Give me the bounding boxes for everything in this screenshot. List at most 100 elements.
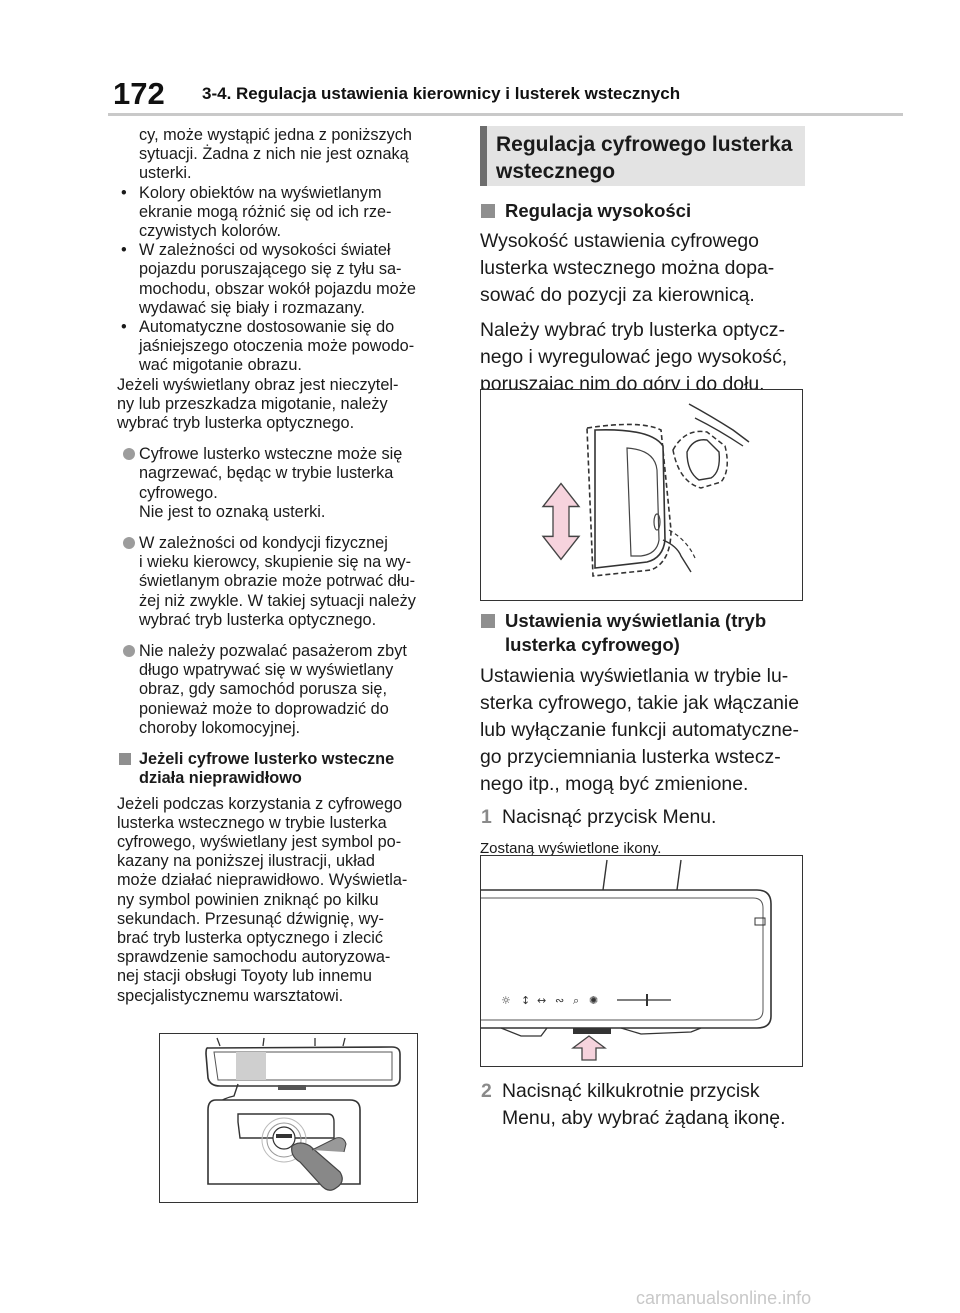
svg-text:↕: ↕ <box>521 994 530 1007</box>
section-title: 3-4. Regulacja ustawienia kierownicy i l… <box>202 84 681 103</box>
text-line: Kolory obiektów na wyświetlanym <box>139 183 382 202</box>
text-line: brać tryb lusterka optycznego i zlecić <box>117 928 384 947</box>
svg-text:∾: ∾ <box>555 994 564 1007</box>
text-line: Ustawienia wyświetlania w trybie lu- <box>480 665 789 687</box>
text-line: Należy wybrać tryb lusterka optycz- <box>480 319 785 341</box>
title-line: Regulacja cyfrowego lusterka <box>496 133 793 156</box>
svg-text:✺: ✺ <box>589 994 598 1007</box>
mirror-icons-drawing: ☼ ↕ ↔ ∾ ⌕ ✺ <box>481 859 772 1061</box>
bullet-mark: • <box>121 241 127 260</box>
display-heading: Ustawienia wyświetlania (tryb lusterka c… <box>480 609 805 657</box>
text-line: Jeżeli cyfrowe lusterko wsteczne <box>139 750 395 769</box>
text-line: Nie jest to oznaką usterki. <box>139 502 326 521</box>
text-line: mochodu, obszar wokół pojazdu może <box>139 279 416 298</box>
step-2: 2 Nacisnąć kilkukrotnie przycisk Menu, a… <box>480 1078 805 1132</box>
text-line: Jeżeli wyświetlany obraz jest nieczytel- <box>117 375 399 394</box>
continued-paragraph: cy, może wystąpić jedna z poniższych syt… <box>117 126 452 184</box>
text-line: pojazdu poruszającego się z tyłu sa- <box>139 260 402 279</box>
text-line: wydawać się biały i rozmazany. <box>139 298 365 317</box>
left-column: cy, może wystąpić jedna z poniższych syt… <box>117 126 452 1006</box>
text-line: lusterka wstecznego w trybie lusterka <box>117 813 387 832</box>
square-bullet-icon <box>481 614 495 628</box>
text-line: żej niż zwykle. W takiej sytuacji należy <box>139 591 416 610</box>
text-line: Menu, aby wybrać żądaną ikonę. <box>502 1107 786 1129</box>
text-line: i wieku kierowcy, skupienie się na wy- <box>139 553 412 572</box>
text-line: ponieważ może to doprowadzić do <box>139 699 389 718</box>
step-1: 1 Nacisnąć przycisk Menu. <box>480 804 805 831</box>
bullet-item: • W zależności od wysokości świateł poja… <box>117 241 452 318</box>
text-line: długo wpatrywać się w wyświetlany <box>139 661 394 680</box>
text-line: nego i wyregulować jego wysokość, <box>480 346 788 368</box>
text-line: lub wyłączanie funkcji automatyczne- <box>480 719 800 741</box>
text-line: ekranie mogą różnić się od ich rze- <box>139 202 392 221</box>
text-line: działa nieprawidłowo <box>139 769 302 788</box>
text-line: może działać nieprawidłowo. Wyświetla- <box>117 871 408 890</box>
display-settings-section: Ustawienia wyświetlania (tryb lusterka c… <box>480 609 805 859</box>
note-item: Cyfrowe lusterko wsteczne może się nagrz… <box>117 445 452 522</box>
mirror-button-illustration <box>159 1033 418 1203</box>
text-line: Wysokość ustawienia cyfrowego <box>480 230 759 252</box>
circle-bullet-icon <box>123 537 135 550</box>
height-paragraph-1: Wysokość ustawienia cyfrowego lusterka w… <box>480 228 805 309</box>
text-line: Jeżeli podczas korzystania z cyfrowego <box>117 794 403 813</box>
text-line: ny symbol powinien zniknąć po kilku <box>117 890 379 909</box>
bullet-mark: • <box>121 183 127 202</box>
text-line: wybrać tryb lusterka optycznego. <box>117 414 355 433</box>
text-line: cyfrowego. <box>139 483 218 502</box>
header-divider <box>108 113 903 116</box>
bullet-item: • Automatyczne dostosowanie się do jaśni… <box>117 318 452 376</box>
step-1-note: Zostaną wyświetlone ikony. <box>480 840 662 857</box>
heading-line: lusterka cyfrowego) <box>505 634 680 655</box>
step-number: 1 <box>481 806 492 828</box>
svg-text:↔: ↔ <box>537 994 546 1007</box>
text-line: Nie należy pozwalać pasażerom zbyt <box>139 642 407 661</box>
text-line: lusterka wstecznego można dopa- <box>480 257 775 279</box>
mirror-icons-illustration: ☼ ↕ ↔ ∾ ⌕ ✺ <box>480 855 803 1067</box>
text-line: Nacisnąć kilkukrotnie przycisk <box>502 1080 760 1102</box>
text-line: sprawdzenie samochodu autoryzowa- <box>117 948 391 967</box>
step-2-section: 2 Nacisnąć kilkukrotnie przycisk Menu, a… <box>480 1078 805 1132</box>
svg-text:☼: ☼ <box>501 994 511 1007</box>
text-line: sytuacji. Żadna z nich nie jest oznaką <box>139 145 409 164</box>
text-line: ny lub przeszkadza migotanie, należy <box>117 394 388 413</box>
malfunction-paragraph: Jeżeli podczas korzystania z cyfrowego l… <box>117 795 452 1006</box>
text-line: świetlanym obrazie może potrwać dłu- <box>139 572 415 591</box>
text-line: czywistych kolorów. <box>139 222 282 241</box>
text-line: nej stacji obsługi Toyoty lub innemu <box>117 967 372 986</box>
title-line: wstecznego <box>496 160 616 183</box>
text-line: W zależności od wysokości świateł <box>139 241 391 260</box>
note-item: W zależności od kondycji fizycznej i wie… <box>117 534 452 630</box>
svg-text:⌕: ⌕ <box>573 994 579 1007</box>
text-line: Cyfrowe lusterko wsteczne może się <box>139 445 403 464</box>
text-line: sterka cyfrowego, takie jak włączanie <box>480 692 800 714</box>
page-number: 172 <box>113 76 165 111</box>
text-line: usterki. <box>139 164 192 183</box>
circle-bullet-icon <box>123 448 135 461</box>
text-line: specjalistycznemu warsztatowi. <box>117 986 344 1005</box>
text-line: nego itp., mogą być zmienione. <box>480 773 749 795</box>
bullet-mark: • <box>121 318 127 337</box>
step-text: Nacisnąć przycisk Menu. <box>502 806 717 828</box>
right-column: Regulacja cyfrowego lusterka wstecznego … <box>480 126 805 398</box>
watermark[interactable]: carmanualsonline.info <box>636 1288 812 1308</box>
mirror-height-drawing <box>541 403 750 577</box>
height-paragraph-2: Należy wybrać tryb lusterka optycz- nego… <box>480 317 805 398</box>
text-line: nagrzewać, będąc w trybie lusterka <box>139 464 394 483</box>
section-box-title: Regulacja cyfrowego lusterka wstecznego <box>480 126 805 186</box>
text-line: wać migotanie obrazu. <box>139 356 302 375</box>
square-bullet-icon <box>481 204 495 218</box>
mirror-height-illustration <box>480 389 803 601</box>
menu-icon-row: ☼ ↕ ↔ ∾ ⌕ ✺ <box>501 994 598 1007</box>
note-item: Nie należy pozwalać pasażerom zbyt długo… <box>117 642 452 738</box>
page-header: 172 3-4. Regulacja ustawienia kierownicy… <box>0 0 960 120</box>
circle-bullet-icon <box>123 645 135 658</box>
text-line: choroby lokomocyjnej. <box>139 718 301 737</box>
display-paragraph: Ustawienia wyświetlania w trybie lu- ste… <box>480 663 805 798</box>
text-line: sować do pozycji za kierownicą. <box>480 284 755 306</box>
text-line: jaśniejszego otoczenia może powodo- <box>139 337 415 356</box>
text-line: wybrać tryb lusterka optycznego. <box>139 610 377 629</box>
mirror-button-drawing <box>205 1037 401 1191</box>
bullet-item: • Kolory obiektów na wyświetlanym ekrani… <box>117 184 452 242</box>
text-line: go przyciemniania lusterka wstecz- <box>480 746 781 768</box>
text-line: Automatyczne dostosowanie się do <box>139 318 395 337</box>
